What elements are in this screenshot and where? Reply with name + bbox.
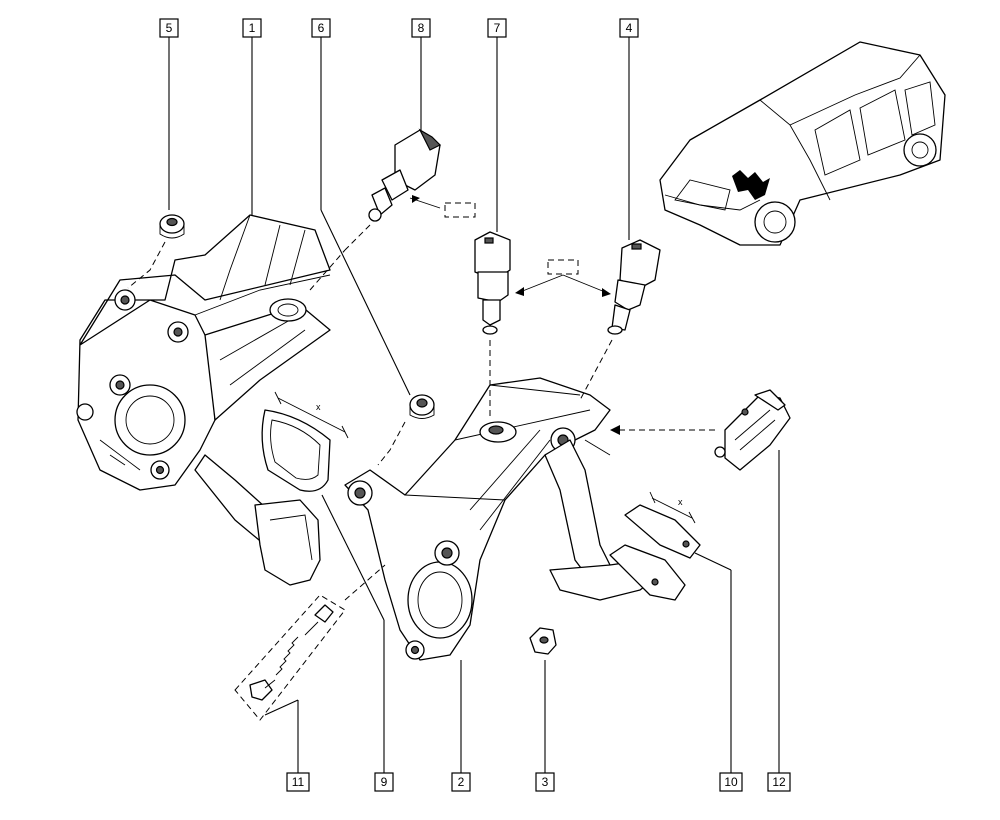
pad-dimension-label-right: x: [678, 497, 683, 507]
connector-arrows: [515, 259, 611, 297]
vehicle-location-thumbnail: [659, 41, 946, 246]
callout-label: 7: [494, 21, 501, 35]
callout-label: 1: [249, 21, 256, 35]
callout-5: 5: [159, 18, 179, 38]
callout-label: 11: [292, 775, 305, 789]
pedal-pad-part-10: x: [624, 491, 701, 559]
callout-9: 9: [374, 772, 394, 792]
pedal-bracket-left: [76, 214, 331, 491]
spring-kit-part-11: [234, 564, 386, 721]
brake-pedal-arm: [544, 439, 686, 601]
callout-11: 11: [286, 772, 310, 792]
callout-3: 3: [535, 772, 555, 792]
callout-12: 12: [767, 772, 791, 792]
callout-label: 2: [458, 775, 465, 789]
callout-label: 9: [381, 775, 388, 789]
pedal-pad-cover-part-9: x: [261, 391, 349, 492]
leader-lines: [168, 37, 780, 773]
clutch-pedal-arm: [194, 454, 321, 586]
callout-6: 6: [311, 18, 331, 38]
bushing-part-6: [377, 394, 435, 466]
callout-label: 3: [542, 775, 549, 789]
callout-label: 4: [626, 21, 633, 35]
callout-7: 7: [487, 18, 507, 38]
callout-label: 10: [724, 775, 738, 789]
callout-label: 6: [318, 21, 325, 35]
callout-label: 8: [418, 21, 425, 35]
bushing-part-5: [127, 214, 185, 289]
pad-dimension-label-left: x: [316, 402, 321, 412]
switch-part-7: [474, 231, 511, 420]
callout-10: 10: [719, 772, 743, 792]
callout-1: 1: [242, 18, 262, 38]
switch-part-4: [579, 239, 661, 401]
bushing-part-3: [529, 627, 557, 655]
sensor-part-12: [610, 389, 791, 471]
callout-label: 12: [772, 775, 786, 789]
switch-part-8: [309, 128, 476, 291]
callout-4: 4: [619, 18, 639, 38]
callout-2: 2: [451, 772, 471, 792]
callout-label: 5: [166, 21, 173, 35]
callout-8: 8: [411, 18, 431, 38]
